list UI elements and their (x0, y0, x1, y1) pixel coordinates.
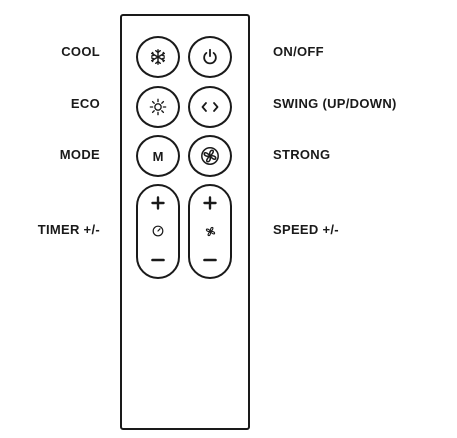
timer-minus-button[interactable] (138, 242, 178, 277)
fan-circle-icon (200, 146, 220, 166)
strong-button[interactable] (188, 135, 232, 177)
remote-control: M (120, 14, 250, 430)
timer-control (136, 184, 180, 279)
label-mode: MODE (59, 147, 100, 162)
clock-icon (152, 225, 164, 237)
minus-icon (203, 257, 217, 263)
label-swing: SWING (UP/DOWN) (273, 96, 397, 111)
label-on-off: ON/OFF (273, 44, 324, 59)
power-button[interactable] (188, 36, 232, 78)
timer-indicator (138, 220, 178, 242)
swing-arrows-icon (200, 100, 220, 114)
cool-button[interactable] (136, 36, 180, 78)
label-timer: TIMER +/- (37, 222, 100, 237)
snowflake-icon (149, 48, 167, 66)
label-strong: STRONG (273, 147, 331, 162)
speed-indicator (190, 220, 230, 242)
minus-icon (151, 257, 165, 263)
mode-m-icon: M (152, 148, 164, 164)
eco-button[interactable] (136, 86, 180, 128)
timer-plus-button[interactable] (138, 186, 178, 220)
label-cool: COOL (61, 44, 100, 59)
label-speed: SPEED +/- (273, 222, 339, 237)
speed-plus-button[interactable] (190, 186, 230, 220)
label-eco: ECO (70, 96, 100, 111)
plus-icon (203, 196, 217, 210)
mode-button[interactable]: M (136, 135, 180, 177)
plus-icon (151, 196, 165, 210)
speed-control (188, 184, 232, 279)
fan-icon (204, 225, 217, 238)
sun-icon (149, 98, 167, 116)
power-icon (201, 48, 219, 66)
speed-minus-button[interactable] (190, 242, 230, 277)
swing-button[interactable] (188, 86, 232, 128)
